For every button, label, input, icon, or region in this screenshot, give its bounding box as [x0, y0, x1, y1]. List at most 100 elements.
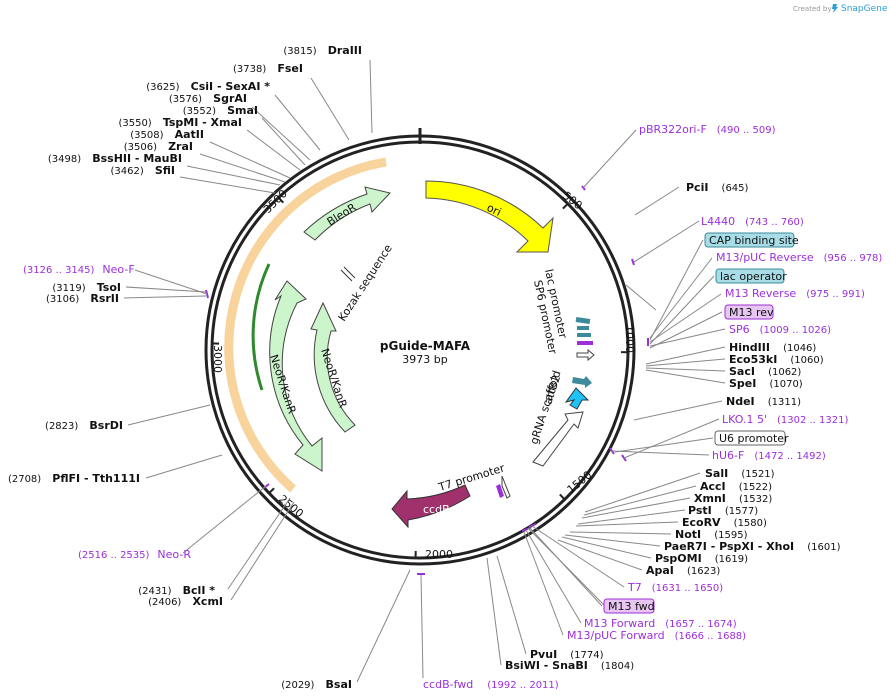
- tick-mark: [277, 196, 285, 204]
- primer-name: M13/pUC Forward: [567, 629, 665, 642]
- leader-line: [649, 293, 722, 343]
- svg-text:PaeR7I - PspXI - XhoI (1601): PaeR7I - PspXI - XhoI (1601): [664, 535, 841, 554]
- primer-name: M13 Reverse: [725, 287, 796, 300]
- leader-line: [123, 295, 207, 299]
- enzyme-name: SpeI: [729, 377, 756, 390]
- leader-line: [582, 129, 637, 189]
- leader-line: [125, 286, 207, 293]
- feature-kozak[interactable]: Kozak sequence: [336, 242, 395, 324]
- primer-name: M13/pUC Reverse: [716, 251, 814, 264]
- leader-line: [557, 539, 643, 571]
- leader-line: [611, 450, 710, 456]
- svg-text:(3126 .. 3145)Neo-F: (3126 .. 3145)Neo-F: [23, 263, 135, 276]
- primer-name: T7: [627, 581, 642, 594]
- enzyme-name: SgrAI: [213, 92, 247, 105]
- leader-line: [625, 284, 657, 311]
- leader-line: [645, 367, 726, 372]
- tick-label-2000: 2000: [425, 548, 453, 561]
- svg-text:XmnI (1532): XmnI (1532): [694, 487, 772, 506]
- enzyme-name: TspMI - XmaI: [163, 116, 242, 129]
- svg-text:CAP binding site: CAP binding site: [709, 234, 799, 247]
- svg-text:M13 Reverse(975 .. 991): M13 Reverse(975 .. 991): [725, 287, 865, 300]
- leader-lines: [123, 59, 726, 683]
- enzyme-name: PvuI: [530, 648, 557, 661]
- enzyme-labels-left: (3815) DraIII (3738) FseI (3625) CsiI - …: [8, 44, 362, 692]
- tick-mark: [268, 487, 275, 494]
- svg-text:M13/pUC Reverse(956 .. 978): M13/pUC Reverse(956 .. 978): [716, 251, 882, 264]
- enzyme-name: BssHII - MauBI: [92, 152, 182, 165]
- svg-text:lac operator: lac operator: [720, 270, 787, 283]
- feature-bleor[interactable]: BleoR: [303, 186, 391, 241]
- leader-line: [523, 531, 564, 636]
- enzyme-name: PstI: [688, 504, 712, 517]
- tick-label-3000: 3000: [211, 345, 224, 373]
- leader-line: [649, 275, 715, 345]
- feature-t7-promoter-label: T7 promoter: [436, 461, 506, 494]
- leader-line: [209, 141, 291, 179]
- leader-line: [182, 485, 267, 554]
- watermark-brand: SnapGene: [841, 4, 888, 14]
- svg-text:(2029) BsaI: (2029) BsaI: [281, 673, 352, 692]
- svg-text:PciI (645): PciI (645): [686, 176, 749, 195]
- enzyme-name: ZraI: [168, 140, 193, 153]
- svg-text:ccdB-fwd(1992 .. 2011): ccdB-fwd(1992 .. 2011): [423, 678, 559, 691]
- svg-text:EcoRV (1580): EcoRV (1580): [682, 511, 767, 530]
- feature-kozak-label: Kozak sequence: [336, 242, 395, 324]
- tick-mark: [562, 202, 569, 210]
- feature-neor-kanr-inner[interactable]: NeoR/KanR: [310, 301, 356, 433]
- leader-line: [420, 574, 424, 679]
- enzyme-name: FseI: [277, 62, 303, 75]
- svg-text:(3550) TspMI - XmaI: (3550) TspMI - XmaI: [118, 111, 242, 130]
- svg-text:(2406) XcmI: (2406) XcmI: [148, 590, 223, 609]
- svg-text:ApaI (1623): ApaI (1623): [646, 559, 720, 578]
- svg-text:SacI (1062): SacI (1062): [729, 360, 801, 379]
- leader-line: [649, 257, 713, 339]
- svg-text:T7(1631 .. 1650): T7(1631 .. 1650): [627, 581, 723, 594]
- watermark: Created by SnapGene: [793, 4, 888, 14]
- feature-attb2-grna[interactable]: attB2 gRNA scaffold: [527, 369, 592, 467]
- svg-text:M13 fwd: M13 fwd: [608, 600, 655, 613]
- boxed-label-lac-operator: lac operator: [715, 268, 787, 284]
- svg-text:PvuI (1774): PvuI (1774): [530, 643, 604, 662]
- svg-text:HindIII (1046): HindIII (1046): [729, 336, 816, 355]
- svg-text:M13/pUC Forward(1666 .. 1688): M13/pUC Forward(1666 .. 1688): [567, 629, 746, 642]
- snapgene-logo-icon: [832, 4, 838, 13]
- svg-text:(2516 .. 2535)Neo-R: (2516 .. 2535)Neo-R: [78, 548, 191, 561]
- svg-text:(2431) BclI *: (2431) BclI *: [138, 579, 215, 598]
- leader-line: [583, 485, 697, 516]
- enzyme-name: BsiWI - SnaBI: [505, 659, 588, 672]
- svg-text:AccI (1522): AccI (1522): [700, 475, 772, 494]
- feature-neor-kanr-outer[interactable]: NeoR/KanR: [224, 157, 387, 493]
- svg-text:(3498) BssHII - MauBI: (3498) BssHII - MauBI: [48, 147, 182, 166]
- enzyme-name: PflFI - Tth111I: [52, 472, 140, 485]
- svg-text:LKO.1 5'(1302 .. 1321): LKO.1 5'(1302 .. 1321): [722, 413, 848, 426]
- svg-text:(2708) PflFI - Tth111I: (2708) PflFI - Tth111I: [8, 467, 140, 486]
- enzyme-name: Eco53kI: [729, 353, 777, 366]
- svg-text:Eco53kI (1060): Eco53kI (1060): [729, 348, 824, 367]
- leader-line: [261, 117, 306, 166]
- leader-line: [633, 400, 723, 421]
- leader-line: [525, 529, 582, 624]
- enzyme-labels-right: PciI (645) HindIII (1046) Eco53kI (1060)…: [505, 176, 841, 672]
- svg-text:hU6-F(1472 .. 1492): hU6-F(1472 .. 1492): [712, 449, 826, 462]
- tick-mark: [559, 493, 566, 501]
- leader-line: [634, 186, 680, 216]
- feature-ori[interactable]: ori: [425, 180, 554, 253]
- svg-text:U6 promoter: U6 promoter: [719, 432, 789, 445]
- feature-ccdb[interactable]: ccdB: [391, 484, 471, 529]
- enzyme-name: BclI *: [183, 584, 216, 597]
- leader-line: [251, 106, 311, 161]
- primer-name: pBR322ori-F: [639, 123, 707, 136]
- feature-ccdb-label: ccdB: [423, 503, 450, 516]
- svg-text:(3552) SmaI: (3552) SmaI: [183, 99, 258, 118]
- leader-line: [649, 328, 726, 347]
- leader-line: [227, 497, 291, 590]
- svg-text:(3119) TsoI: (3119) TsoI: [52, 276, 121, 295]
- leader-line: [645, 369, 726, 384]
- enzyme-name: SacI: [729, 365, 755, 378]
- enzyme-name: SfiI: [155, 164, 175, 177]
- boxed-label-u6-promoter: U6 promoter: [714, 430, 789, 446]
- svg-text:(3506) ZraI: (3506) ZraI: [124, 135, 193, 154]
- feature-lac-sp6-cluster[interactable]: lac promoter SP6 promoter: [531, 268, 595, 362]
- enzyme-name: HindIII: [729, 341, 770, 354]
